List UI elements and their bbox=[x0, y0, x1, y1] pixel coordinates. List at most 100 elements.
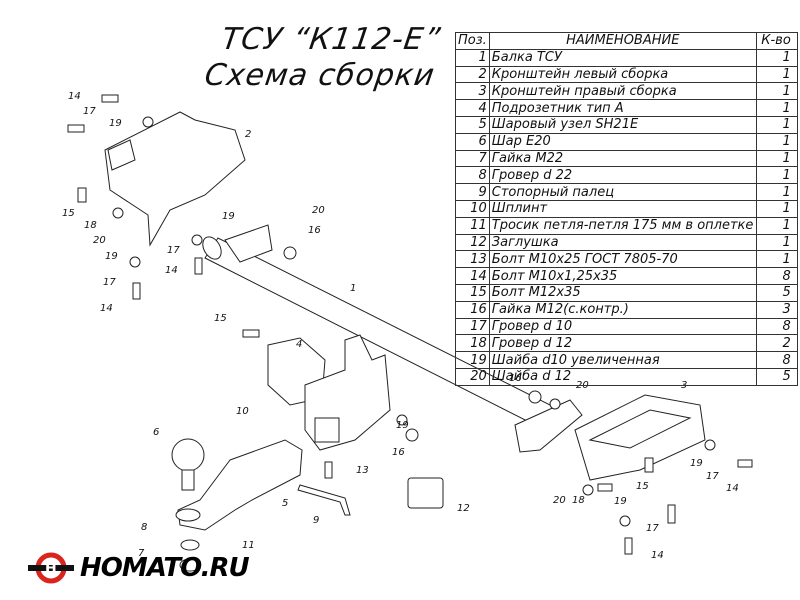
cell-qty: 1 bbox=[755, 216, 798, 235]
cell-name: Болт М10x25 ГОСТ 7805-70 bbox=[488, 250, 757, 269]
cell-qty: 3 bbox=[755, 300, 798, 319]
callout: 19 bbox=[614, 496, 627, 507]
cell-name: Кронштейн левый сборка bbox=[488, 65, 757, 84]
cell-pos: 16 bbox=[455, 300, 490, 319]
cell-pos: 8 bbox=[455, 166, 490, 185]
callout: 17 bbox=[83, 106, 96, 117]
cell-qty: 1 bbox=[755, 48, 798, 67]
cell-name: Гайка М22 bbox=[488, 149, 757, 168]
cell-qty: 8 bbox=[755, 351, 798, 369]
callout: 8 bbox=[141, 522, 147, 533]
callout: 15 bbox=[62, 208, 75, 219]
header-name: НАИМЕНОВАНИЕ bbox=[488, 32, 757, 50]
callout: 4 bbox=[296, 339, 302, 350]
svg-text:H: H bbox=[45, 561, 57, 577]
ball-mount-part-5 bbox=[177, 439, 303, 531]
callout: 14 bbox=[100, 303, 113, 314]
callout: 10 bbox=[236, 406, 249, 417]
cell-pos: 7 bbox=[455, 149, 490, 168]
callout: 3 bbox=[681, 380, 687, 391]
cell-name: Заглушка bbox=[488, 233, 757, 252]
homato-logo-icon: H bbox=[28, 552, 74, 584]
cell-pos: 1 bbox=[455, 48, 490, 67]
callout: 7 bbox=[138, 548, 145, 559]
cell-name: Подрозетник тип А bbox=[488, 99, 757, 117]
callout: 17 bbox=[167, 245, 180, 256]
callout: 20 bbox=[576, 380, 589, 391]
callout: 13 bbox=[356, 465, 369, 476]
callout: 14 bbox=[726, 483, 739, 494]
callout: 19 bbox=[109, 118, 122, 129]
callout: 14 bbox=[165, 265, 178, 276]
cell-pos: 17 bbox=[455, 317, 490, 336]
cell-name: Стопорный палец bbox=[488, 183, 757, 201]
cell-qty: 1 bbox=[755, 199, 798, 218]
callout: 2 bbox=[245, 129, 251, 140]
cell-qty: 1 bbox=[755, 65, 798, 84]
cell-qty: 1 bbox=[755, 115, 798, 134]
cap-part-12 bbox=[407, 477, 444, 509]
header-qty: К-во bbox=[755, 32, 798, 50]
cell-name: Шар E20 bbox=[488, 132, 757, 151]
cell-name: Гровер d 12 bbox=[488, 334, 757, 353]
callout: 9 bbox=[313, 515, 319, 526]
cell-qty: 1 bbox=[755, 233, 798, 252]
cell-pos: 13 bbox=[455, 250, 490, 269]
cell-name: Тросик петля-петля 175 мм в оплетке bbox=[488, 216, 757, 235]
cell-pos: 11 bbox=[455, 216, 490, 235]
cell-qty: 1 bbox=[755, 149, 798, 168]
callout: 17 bbox=[646, 523, 659, 534]
callout: 12 bbox=[457, 503, 470, 514]
callout: 18 bbox=[572, 495, 585, 506]
cell-qty: 1 bbox=[755, 250, 798, 269]
cell-pos: 5 bbox=[455, 115, 490, 134]
cell-pos: 9 bbox=[455, 183, 490, 201]
cell-name: Болт М12x35 bbox=[488, 283, 757, 302]
cell-name: Шайба d 12 bbox=[488, 367, 757, 386]
callout: 17 bbox=[706, 471, 719, 482]
cell-pos: 19 bbox=[455, 351, 490, 369]
callout: 5 bbox=[282, 498, 288, 509]
callout: 14 bbox=[651, 550, 664, 561]
cell-name: Балка ТСУ bbox=[488, 48, 757, 67]
cell-qty: 8 bbox=[755, 267, 798, 285]
cell-pos: 3 bbox=[455, 82, 490, 101]
pin-part-9 bbox=[297, 484, 351, 516]
table-header-row: Поз. НАИМЕНОВАНИЕ К-во bbox=[455, 32, 798, 50]
cell-pos: 15 bbox=[455, 283, 490, 302]
cell-name: Шайба d10 увеличенная bbox=[488, 351, 757, 369]
cell-name: Гровер d 22 bbox=[488, 166, 757, 185]
callout: 14 bbox=[68, 91, 81, 102]
cell-name: Шаровый узел SH21E bbox=[488, 115, 757, 134]
header-pos: Поз. bbox=[455, 32, 490, 50]
callout: 17 bbox=[103, 277, 116, 288]
right-bracket-part-3 bbox=[574, 394, 706, 481]
cell-name: Шплинт bbox=[488, 199, 757, 218]
cell-qty: 1 bbox=[755, 132, 798, 151]
callout: 19 bbox=[222, 211, 235, 222]
logo-text: HOMATO.RU bbox=[80, 553, 250, 583]
cell-pos: 6 bbox=[455, 132, 490, 151]
cell-qty: 5 bbox=[755, 367, 798, 386]
cell-name: Кронштейн правый сборка bbox=[488, 82, 757, 101]
callout: 11 bbox=[242, 540, 255, 551]
cell-name: Гровер d 10 bbox=[488, 317, 757, 336]
callout: 19 bbox=[690, 458, 703, 469]
cell-qty: 1 bbox=[755, 82, 798, 101]
callout: 16 bbox=[392, 447, 405, 458]
callout: 1 bbox=[350, 283, 356, 294]
callout: 16 bbox=[308, 225, 321, 236]
